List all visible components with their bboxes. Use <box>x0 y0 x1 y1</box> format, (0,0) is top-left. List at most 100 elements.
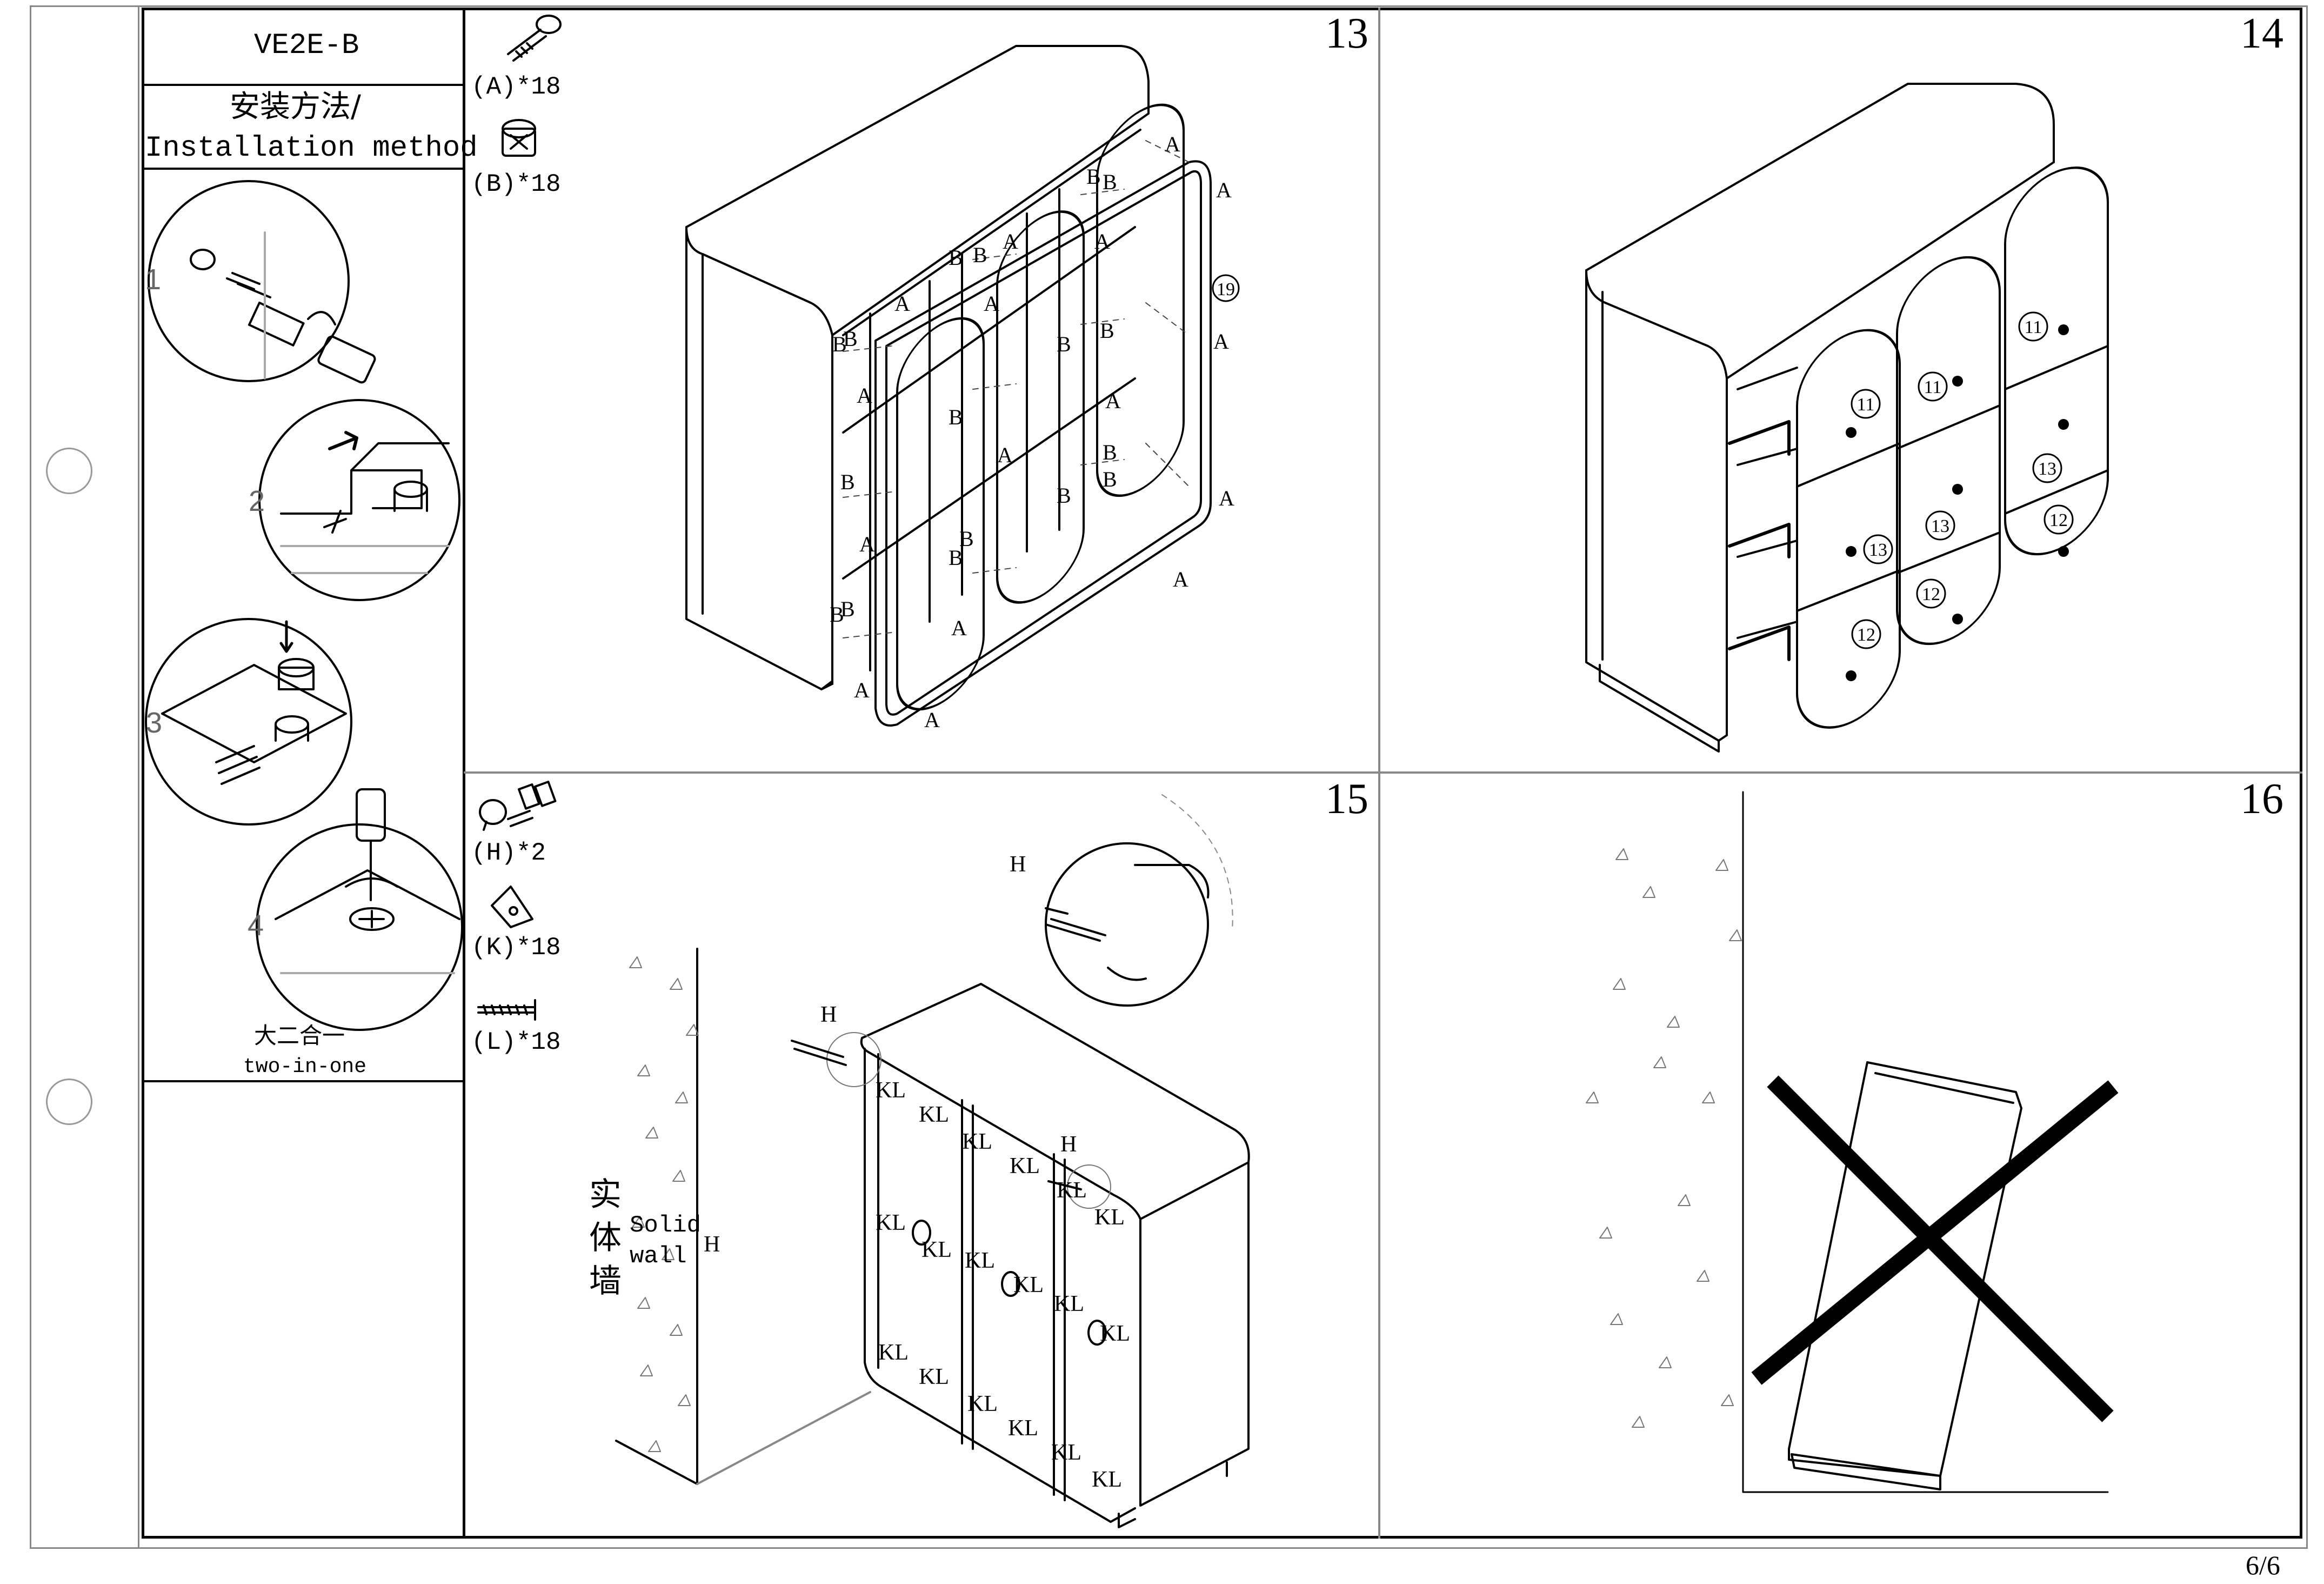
svg-text:KL: KL <box>1054 1292 1084 1316</box>
two-in-one-en: two-in-one <box>243 1055 367 1079</box>
svg-text:H: H <box>1060 1132 1077 1157</box>
svg-text:B: B <box>949 405 963 429</box>
svg-text:B: B <box>1057 332 1071 356</box>
svg-text:A: A <box>924 708 940 732</box>
svg-text:B: B <box>1103 467 1117 491</box>
page-number: 6/6 <box>2246 1550 2280 1580</box>
svg-text:KL: KL <box>878 1340 909 1365</box>
step15-knobs <box>912 1220 1107 1346</box>
svg-text:Solid: Solid <box>630 1212 701 1239</box>
method-step-2-circle <box>258 399 460 601</box>
svg-text:B: B <box>843 327 858 351</box>
svg-text:19: 19 <box>1217 279 1235 300</box>
part-h-label: (H)*2 <box>471 839 546 867</box>
cam-bolt-icon <box>507 15 562 62</box>
part-l-label: (L)*18 <box>471 1028 561 1056</box>
svg-text:B: B <box>1100 318 1114 343</box>
step-number-15: 15 <box>1325 775 1368 823</box>
svg-text:13: 13 <box>2038 459 2056 479</box>
svg-text:A: A <box>1094 229 1110 254</box>
step14-knobs <box>1846 324 2069 681</box>
svg-text:H: H <box>820 1002 837 1027</box>
step13-cabinet-carcass <box>685 45 1150 690</box>
svg-text:11: 11 <box>2025 317 2042 337</box>
svg-text:A: A <box>1105 389 1121 413</box>
step-number-14: 14 <box>2240 10 2283 57</box>
svg-text:B: B <box>949 245 963 270</box>
svg-text:KL: KL <box>965 1248 995 1273</box>
svg-text:B: B <box>830 602 844 627</box>
method-title-cn: 安装方法/ <box>230 89 361 124</box>
svg-text:A: A <box>951 616 967 640</box>
step-number-16: 16 <box>2240 775 2283 823</box>
svg-text:11: 11 <box>1924 377 1942 397</box>
svg-text:B: B <box>949 545 963 570</box>
svg-text:KL: KL <box>876 1078 906 1103</box>
step15-cabinet <box>860 983 1250 1528</box>
cam-lock-icon <box>502 119 536 157</box>
svg-text:A: A <box>1003 229 1018 254</box>
part-a-label: (A)*18 <box>471 73 561 101</box>
svg-text:A: A <box>857 383 872 408</box>
page-outer-border <box>30 5 2308 1549</box>
svg-text:B: B <box>840 470 855 494</box>
model-code: VE2E-B <box>254 29 359 62</box>
method-row-divider <box>142 1080 464 1082</box>
two-in-one-cn: 大二合一 <box>254 1022 345 1049</box>
svg-text:墙: 墙 <box>589 1262 622 1300</box>
binding-hole-top <box>46 448 92 494</box>
svg-text:12: 12 <box>1922 584 1940 604</box>
wall-anchor-kit-icon <box>479 781 557 831</box>
svg-text:12: 12 <box>2049 510 2068 530</box>
svg-text:A: A <box>997 443 1013 467</box>
step13-panel-callout: 19 <box>1212 274 1240 302</box>
step14-drawers <box>1728 167 2109 729</box>
method-step-3-number: 3 <box>146 707 162 739</box>
svg-text:KL: KL <box>1057 1178 1087 1203</box>
screw-icon <box>477 999 536 1021</box>
svg-text:B: B <box>832 332 847 356</box>
svg-text:H: H <box>704 1232 720 1257</box>
svg-text:B: B <box>973 243 987 267</box>
step16-prohibited-x-icon <box>1751 1075 2119 1422</box>
method-step-1-number: 1 <box>145 263 161 296</box>
step-number-13: 13 <box>1325 10 1368 57</box>
svg-text:A: A <box>894 291 910 316</box>
svg-text:KL: KL <box>919 1365 949 1389</box>
svg-text:B: B <box>1086 164 1101 189</box>
method-step-4-number: 4 <box>248 909 264 942</box>
svg-text:KL: KL <box>876 1210 906 1235</box>
method-step-1-circle <box>148 180 376 384</box>
svg-text:体: 体 <box>589 1219 622 1257</box>
step13-interior-panels <box>842 129 1141 671</box>
svg-text:H: H <box>1010 852 1026 877</box>
step13-markers: A A A A A A A A A A A A A A A A B B B B … <box>830 132 1234 732</box>
method-step-3-circle <box>145 618 352 826</box>
svg-text:KL: KL <box>919 1102 949 1127</box>
step15-solid-wall <box>615 948 871 1485</box>
part-k-label: (K)*18 <box>471 934 561 962</box>
step14-cabinet <box>1585 83 2055 753</box>
part-b-label: (B)*18 <box>471 170 561 198</box>
step16-wall <box>1742 791 2109 1493</box>
svg-text:A: A <box>1216 178 1232 202</box>
step14-drawer-callouts: 11 11 11 13 13 13 12 12 12 <box>1851 311 2074 649</box>
svg-text:A: A <box>984 291 999 316</box>
svg-text:B: B <box>959 527 974 551</box>
step13-dash-leaders <box>843 140 1190 638</box>
model-row-divider <box>142 84 464 86</box>
svg-text:B: B <box>840 597 855 621</box>
step13-front-frame <box>874 103 1212 727</box>
svg-text:wall: wall <box>630 1243 687 1270</box>
svg-text:KL: KL <box>1092 1467 1122 1492</box>
svg-text:KL: KL <box>962 1129 992 1154</box>
svg-text:A: A <box>854 678 870 702</box>
svg-text:实: 实 <box>589 1176 622 1214</box>
step15-wall-texture <box>629 956 699 1452</box>
svg-text:11: 11 <box>1857 395 1875 415</box>
binding-strip-line <box>138 5 139 1549</box>
svg-text:A: A <box>1165 132 1180 156</box>
method-step-4-circle <box>256 788 463 1031</box>
svg-text:KL: KL <box>1008 1416 1038 1441</box>
